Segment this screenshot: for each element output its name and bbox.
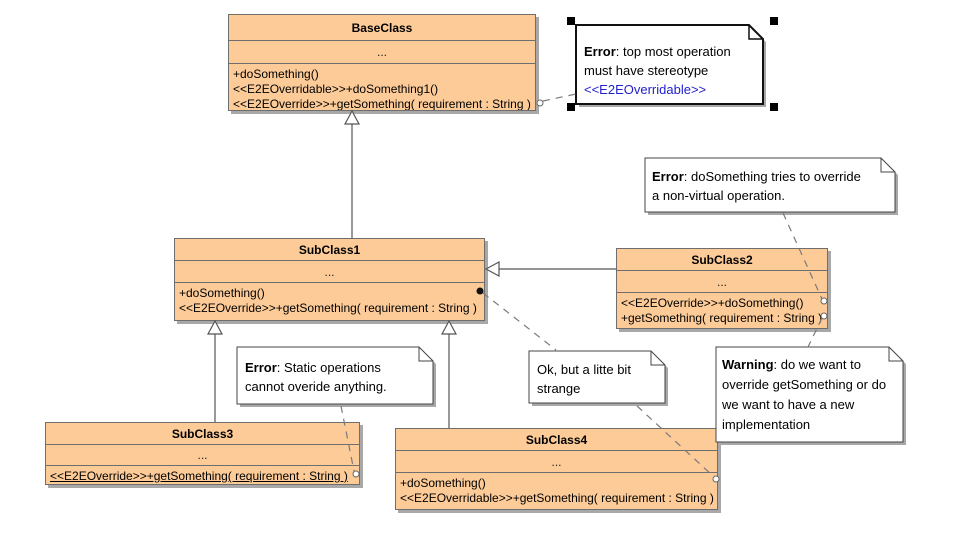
note-line: : Static operations [276, 360, 381, 375]
note-error-stereotype-text: Error: top most operation must have ster… [584, 42, 731, 99]
class-name-subclass2: SubClass2 [691, 252, 753, 267]
operation[interactable]: +doSomething() [233, 67, 319, 81]
note-line: override getSomething or do [722, 377, 887, 392]
class-box-subclass3[interactable]: SubClass3 ... <<E2EOverride>>+getSomethi… [45, 422, 360, 485]
note-warning-override-text: Warning: do we want to override getSomet… [722, 355, 886, 435]
operation[interactable]: +doSomething() [400, 476, 486, 490]
note-line: : doSomething tries to override [683, 169, 861, 184]
anchor-circle-baseclass-op [536, 99, 544, 107]
class-box-baseclass[interactable]: BaseClass ... +doSomething() <<E2EOverri… [228, 14, 536, 111]
operation[interactable]: +doSomething() [179, 286, 265, 300]
operation[interactable]: <<E2EOverridable>>+doSomething1() [233, 82, 439, 96]
class-name-subclass4: SubClass4 [525, 432, 588, 447]
note-line: implementation [722, 417, 811, 432]
class-operations-subclass3: <<E2EOverride>>+getSomething( requiremen… [46, 465, 359, 484]
operation-static[interactable]: <<E2EOverride>>+getSomething( requiremen… [50, 469, 348, 483]
note-line: a non-virtual operation. [652, 188, 785, 203]
class-operations-subclass2: <<E2EOverride>>+doSomething() +getSometh… [617, 292, 827, 328]
class-box-subclass1[interactable]: SubClass1 ... +doSomething() <<E2EOverri… [174, 238, 485, 321]
operation[interactable]: <<E2EOverride>>+doSomething() [621, 296, 804, 310]
class-name-subclass3: SubClass3 [171, 426, 234, 441]
note-line: we want to have a new [722, 397, 855, 412]
class-attributes-subclass3: ... [46, 444, 359, 465]
selection-handle-top-left[interactable] [567, 17, 575, 25]
operation[interactable]: <<E2EOverride>>+getSomething( requiremen… [179, 301, 477, 315]
note-line: Ok, but a litte bit [537, 362, 631, 377]
operation[interactable]: <<E2EOverridable>>+getSomething( require… [400, 491, 714, 505]
anchor-line-subclass1-oknote[interactable] [482, 292, 557, 351]
class-attributes-baseclass: ... [229, 40, 535, 63]
note-line: : top most operation [615, 44, 731, 59]
anchor-line-baseclass-note[interactable] [542, 93, 577, 102]
class-box-subclass2[interactable]: SubClass2 ... <<E2EOverride>>+doSomethin… [616, 248, 828, 329]
generalization-subclass2-subclass1[interactable] [484, 260, 616, 278]
class-operations-baseclass: +doSomething() <<E2EOverridable>>+doSome… [229, 63, 535, 111]
class-attributes-subclass1: ... [175, 260, 484, 282]
generalization-subclass3-subclass1[interactable] [206, 319, 224, 422]
class-operations-subclass1: +doSomething() <<E2EOverride>>+getSometh… [175, 282, 484, 320]
note-error-nonvirtual-text: Error: doSomething tries to override a n… [652, 167, 861, 205]
class-name-baseclass: BaseClass [351, 20, 413, 35]
class-box-subclass4[interactable]: SubClass4 ... +doSomething() <<E2EOverri… [395, 428, 718, 510]
note-line: strange [537, 381, 581, 396]
selection-handle-bottom-right[interactable] [770, 103, 778, 111]
generalization-subclass1-baseclass[interactable] [343, 109, 361, 238]
note-error-static-text: Error: Static operations cannot overide … [245, 358, 387, 396]
class-operations-subclass4: +doSomething() <<E2EOverridable>>+getSom… [396, 472, 717, 509]
note-stereotype-link[interactable]: <<E2EOverridable>> [584, 82, 707, 97]
note-keyword: Error [584, 44, 616, 59]
selection-handle-top-right[interactable] [770, 17, 778, 25]
class-attributes-subclass4: ... [396, 450, 717, 472]
operation[interactable]: <<E2EOverride>>+getSomething( requiremen… [233, 97, 531, 111]
note-ok-strange-text: Ok, but a litte bit strange [537, 360, 631, 398]
note-keyword: Error [652, 169, 684, 184]
class-attributes-subclass2: ... [617, 270, 827, 292]
selection-handle-bottom-left[interactable] [567, 103, 575, 111]
note-line: must have stereotype [584, 63, 709, 78]
note-keyword: Warning [722, 357, 774, 372]
class-name-subclass1: SubClass1 [298, 242, 361, 257]
note-line: cannot overide anything. [245, 379, 387, 394]
note-line: : do we want to [773, 357, 861, 372]
note-keyword: Error [245, 360, 277, 375]
operation[interactable]: +getSomething( requirement : String ) [621, 311, 823, 325]
generalization-subclass4-subclass1[interactable] [440, 319, 458, 428]
